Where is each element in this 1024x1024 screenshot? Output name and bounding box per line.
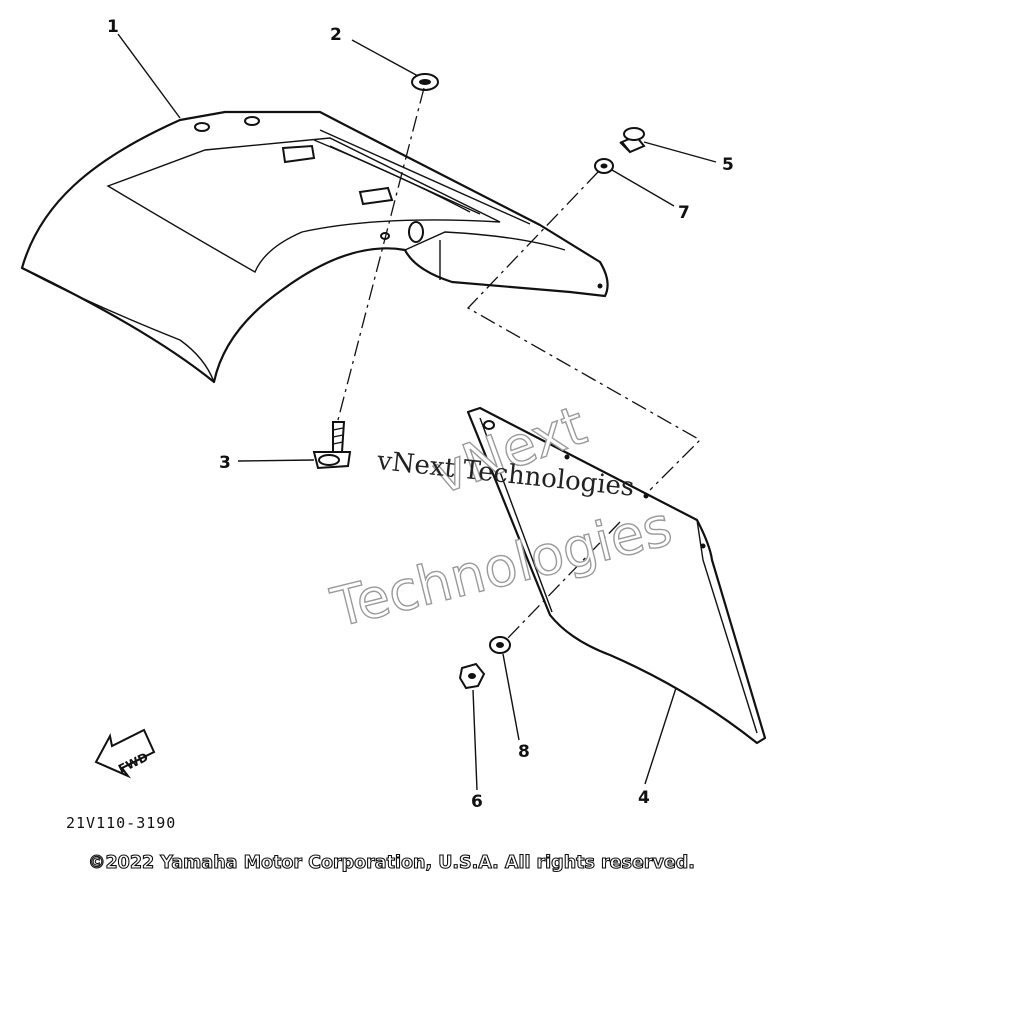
assembly-lines <box>337 87 702 641</box>
callout-5: 5 <box>722 155 734 175</box>
callout-3: 3 <box>219 453 231 473</box>
fwd-arrow-icon: FWD <box>94 728 156 779</box>
nut-part-6 <box>458 662 486 690</box>
callout-1: 1 <box>107 17 119 37</box>
callout-2: 2 <box>330 25 342 45</box>
callout-6: 6 <box>471 792 483 812</box>
callout-4: 4 <box>638 788 650 808</box>
callout-8: 8 <box>518 742 530 762</box>
bolt-part-3 <box>312 421 352 470</box>
screw-part-5 <box>619 127 646 154</box>
washer-part-8 <box>489 636 511 654</box>
copyright-notice: ©2022 Yamaha Motor Corporation, U.S.A. A… <box>88 853 695 873</box>
clip-nut-part-2 <box>411 73 439 91</box>
leader-lines <box>117 33 717 791</box>
rear-fender-part-1 <box>20 110 609 384</box>
flap-part-4 <box>466 406 767 745</box>
washer-part-7 <box>594 158 614 174</box>
diagram-code: 21V110-3190 <box>66 814 176 832</box>
callout-7: 7 <box>678 203 690 223</box>
